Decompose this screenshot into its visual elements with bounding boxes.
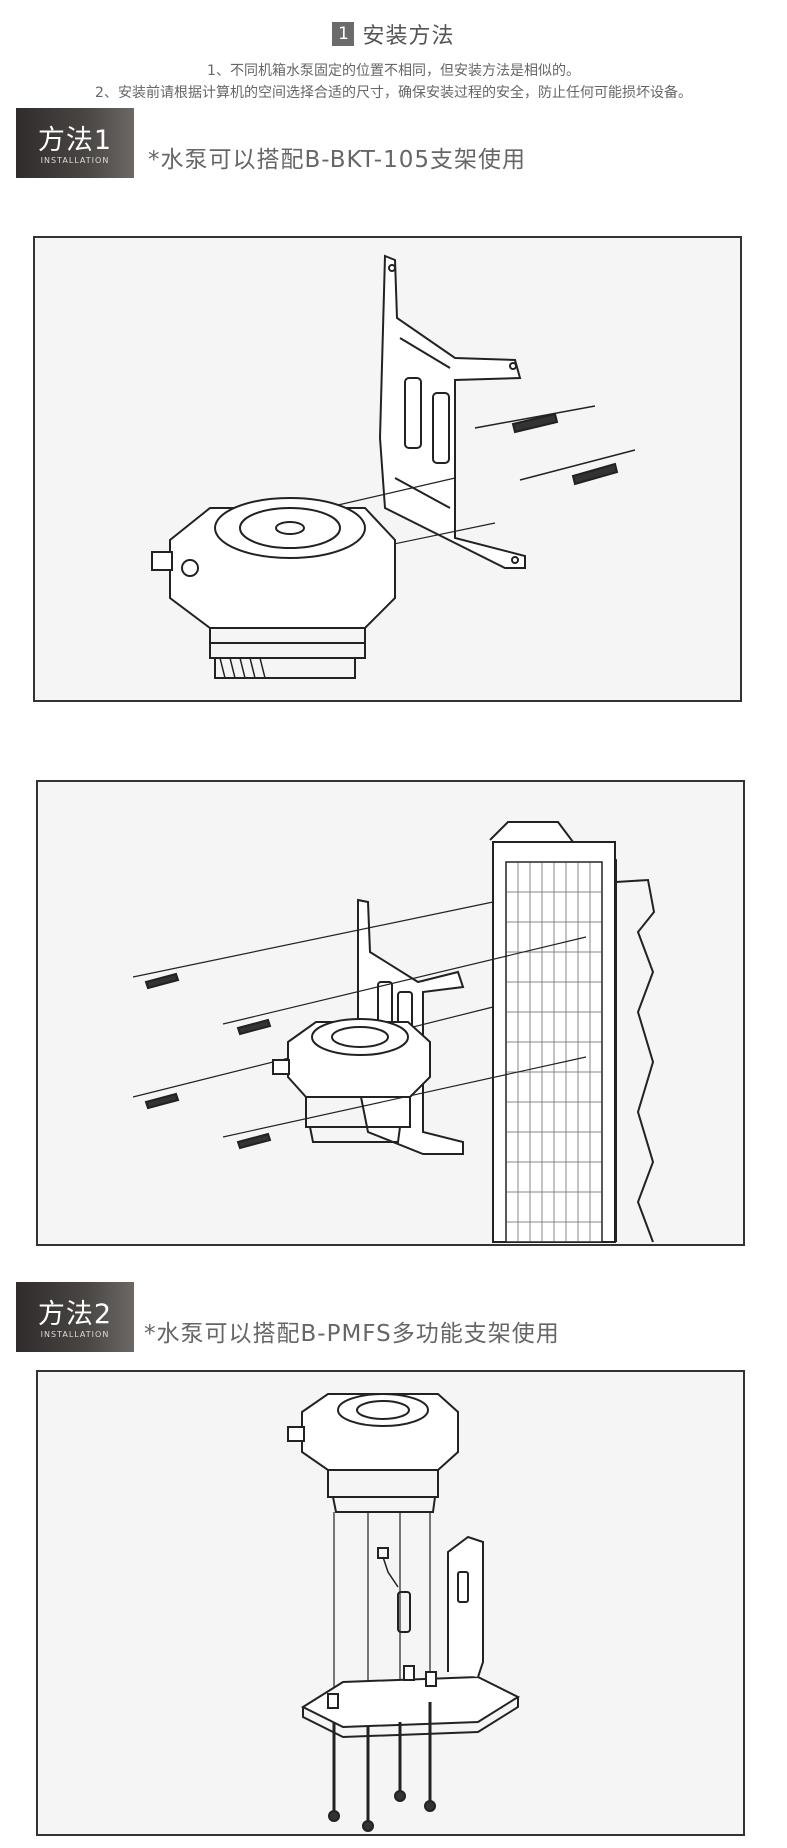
diagram-panel-3 [36,1370,745,1836]
method-1-caption: *水泵可以搭配B-BKT-105支架使用 [148,147,526,173]
method-1-label: 方法1 [37,125,113,156]
pump-multifunction-bracket-diagram [287,1393,521,1832]
method-2-label: 方法2 [37,1299,113,1330]
diagram-panel-2 [36,780,745,1246]
method-2-caption: *水泵可以搭配B-PMFS多功能支架使用 [144,1321,560,1347]
section-number: 1 [332,22,355,46]
note-line-2: 2、安装前请根据计算机的空间选择合适的尺寸，确保安装过程的安全，防止任何可能损坏… [95,85,692,101]
section-title: 安装方法 [362,24,455,49]
section-header: 1 安装方法 [0,18,787,50]
pump-radiator-mounting-diagram [132,821,656,1243]
method-2-badge: 方法2 INSTALLATION [16,1282,134,1352]
method-1-badge: 方法1 INSTALLATION [16,108,134,178]
pump-bracket-exploded-diagram [151,254,636,679]
method-1-sub: INSTALLATION [40,156,110,165]
note-line-1: 1、不同机箱水泵固定的位置不相同，但安装方法是相似的。 [207,63,580,79]
method-2-sub: INSTALLATION [40,1330,110,1339]
diagram-panel-1 [33,236,742,702]
